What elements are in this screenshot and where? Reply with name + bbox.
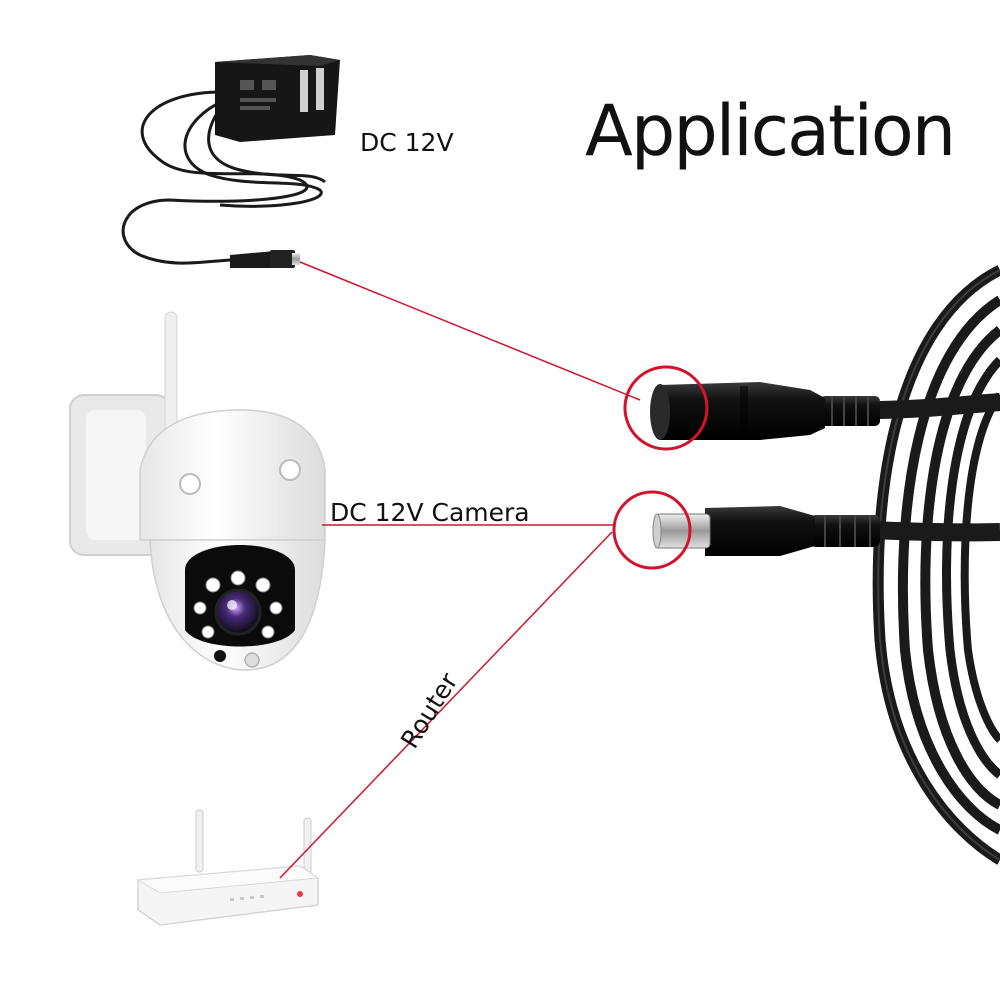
male-dc-plug-icon: [652, 506, 1000, 556]
female-dc-jack-icon: [650, 382, 1000, 440]
adapter-connector-line: [299, 261, 641, 401]
jack-highlight-circle: [623, 365, 709, 451]
ptz-camera-icon: [69, 311, 326, 671]
adapter-label: DC 12V: [360, 128, 454, 157]
power-adapter-icon: [121, 55, 340, 268]
connector-lines: [279, 261, 641, 879]
plug-highlight-circle: [612, 490, 692, 570]
camera-label: DC 12V Camera: [330, 498, 530, 527]
page-title: Application: [585, 90, 956, 172]
cable-coil-icon: [872, 265, 1000, 865]
router-connector-line: [279, 531, 613, 879]
wifi-router-icon: [136, 809, 320, 926]
